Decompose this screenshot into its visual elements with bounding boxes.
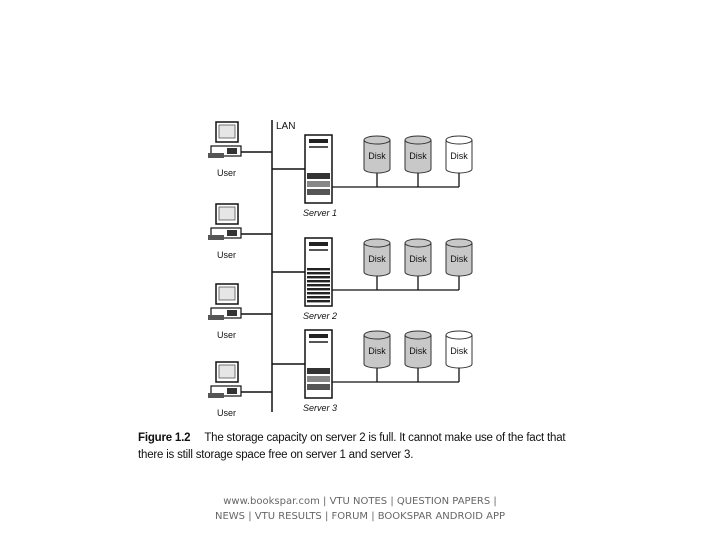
disk-icon: Disk: [404, 135, 432, 174]
footer-text: www.bookspar.com | VTU NOTES | QUESTION …: [214, 496, 506, 522]
user-workstation: User: [208, 121, 242, 178]
server: Server 2 Disk Disk Disk: [303, 237, 473, 321]
user-label: User: [217, 250, 236, 260]
user-workstation: User: [208, 361, 242, 418]
user-label: User: [217, 168, 236, 178]
disk-label: Disk: [450, 346, 468, 356]
user-workstation: User: [208, 203, 242, 260]
server: Server 1 Disk Disk Disk: [303, 134, 473, 218]
disk-label: Disk: [409, 254, 427, 264]
disk-icon: Disk: [363, 238, 391, 277]
disk-icon: Disk: [445, 135, 473, 174]
disk-label: Disk: [409, 346, 427, 356]
disk-label: Disk: [368, 254, 386, 264]
disk-label: Disk: [450, 254, 468, 264]
disk-icon: Disk: [363, 135, 391, 174]
disk-icon: Disk: [363, 330, 391, 369]
disk-label: Disk: [368, 151, 386, 161]
server-label: Server 1: [303, 208, 337, 218]
caption-text: The storage capacity on server 2 is full…: [138, 432, 566, 461]
network-wiring: [241, 120, 460, 412]
figure-number: Figure 1.2: [138, 432, 191, 444]
server-label: Server 2: [303, 311, 337, 321]
user-workstation: User: [208, 283, 242, 340]
disk-icon: Disk: [445, 330, 473, 369]
disk-label: Disk: [450, 151, 468, 161]
disk-icon: Disk: [445, 238, 473, 277]
disk-label: Disk: [409, 151, 427, 161]
server: Server 3 Disk Disk Disk: [303, 329, 473, 413]
lan-label: LAN: [276, 121, 295, 132]
disk-label: Disk: [368, 346, 386, 356]
user-label: User: [217, 330, 236, 340]
disk-icon: Disk: [404, 330, 432, 369]
user-label: User: [217, 408, 236, 418]
disk-icon: Disk: [404, 238, 432, 277]
server-label: Server 3: [303, 403, 337, 413]
